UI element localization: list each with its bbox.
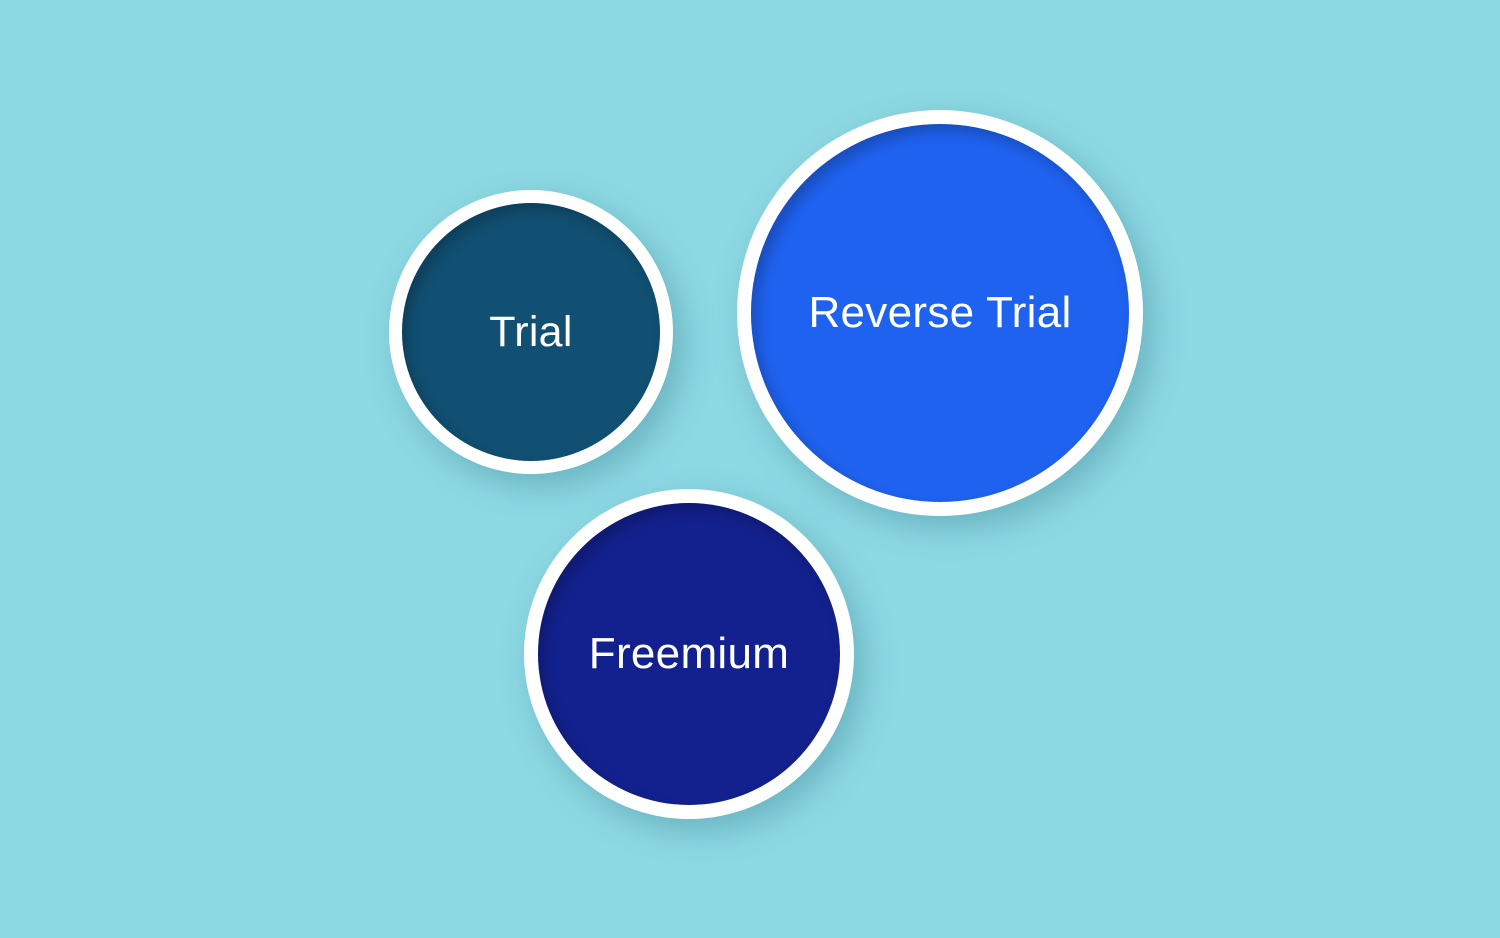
bubble-freemium-label: Freemium bbox=[588, 629, 790, 678]
bubble-freemium[interactable]: Freemium bbox=[524, 489, 854, 819]
bubble-reverse-trial-label: Reverse Trial bbox=[808, 288, 1072, 337]
bubble-freemium-fill: Freemium bbox=[538, 503, 840, 805]
bubble-trial[interactable]: Trial bbox=[389, 190, 673, 474]
bubble-reverse-trial-fill: Reverse Trial bbox=[751, 124, 1129, 502]
bubble-reverse-trial[interactable]: Reverse Trial bbox=[737, 110, 1143, 516]
bubble-trial-fill: Trial bbox=[402, 203, 660, 461]
bubble-trial-label: Trial bbox=[489, 307, 573, 356]
